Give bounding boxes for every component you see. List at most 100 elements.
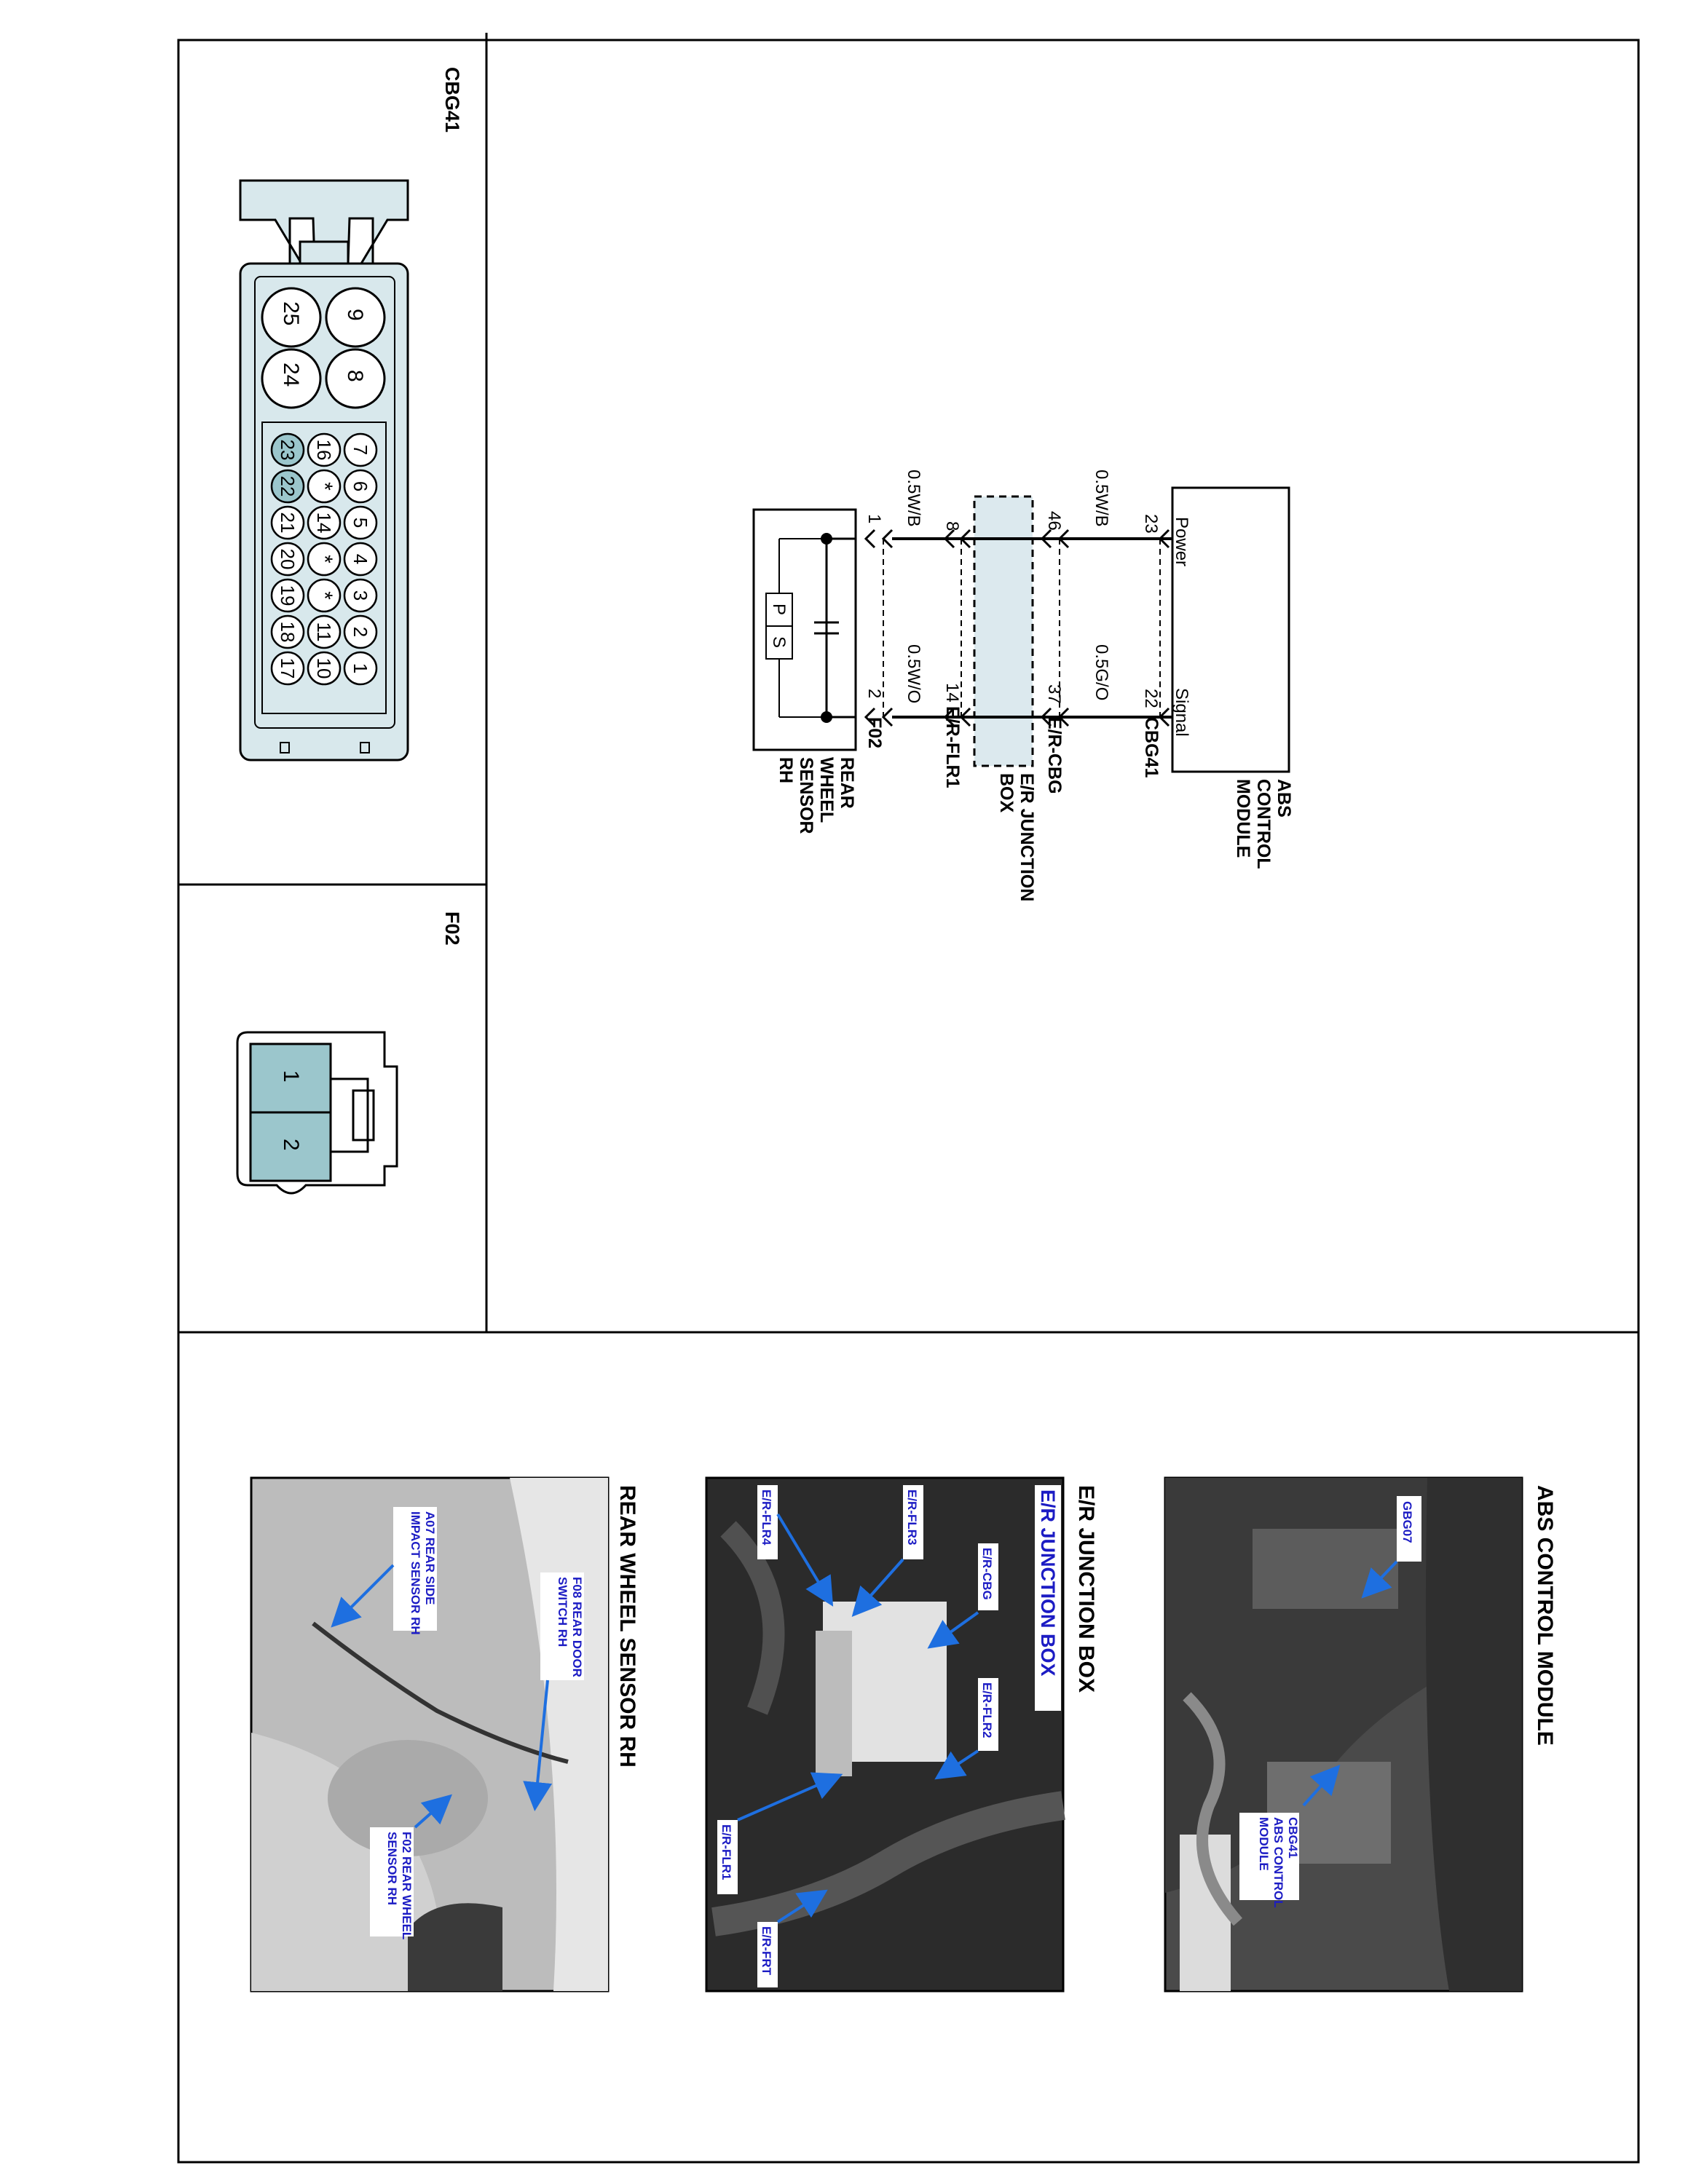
svg-text:Power: Power [1172,517,1191,566]
cbg41-pin-label: 21 [277,513,299,534]
svg-text:8: 8 [942,521,962,531]
svg-text:Signal: Signal [1172,688,1191,737]
cbg41-pin-label: 22 [277,476,299,497]
cbg41-pin [307,614,342,649]
cbg41-pin-label: 16 [313,440,335,461]
cbg41-pin-label: 4 [350,554,371,564]
svg-text:0.5W/B: 0.5W/B [904,470,923,527]
svg-text:CBG41: CBG41 [1286,1817,1300,1859]
svg-text:MODULE: MODULE [1257,1817,1271,1871]
cbg41-pin [270,651,305,686]
connector-chevrons [864,529,1170,727]
connector-f02-label: F02 [441,911,463,946]
cbg41-pin [307,505,342,540]
svg-text:2: 2 [279,1139,303,1151]
cbg41-pin [270,614,305,649]
f02-latch [331,1077,369,1153]
pin-label: 25 [279,301,303,325]
svg-text:SWITCH RH: SWITCH RH [556,1577,569,1647]
cbg41-pin [270,505,305,540]
svg-text:E/R JUNCTION: E/R JUNCTION [1017,773,1037,901]
cbg41-pin [270,542,305,577]
svg-text:F02 REAR WHEEL: F02 REAR WHEEL [400,1832,414,1939]
svg-text:SENSOR RH: SENSOR RH [385,1832,399,1905]
cbg41-pin [343,432,378,467]
cbg41-pin-label: * [312,482,336,491]
pin-label: 9 [343,309,367,321]
wiring-schematic: Power Signal ABS CONTROL MODULE 23 22 CB… [752,470,1294,901]
cbg41-pin [343,469,378,504]
svg-text:E/R-FLR1: E/R-FLR1 [942,706,963,788]
cbg41-pin [270,469,305,504]
svg-text:E/R-CBG: E/R-CBG [1044,717,1065,794]
svg-text:22: 22 [1141,689,1161,708]
svg-text:1: 1 [864,514,884,523]
cbg41-pin-label: 19 [277,585,299,606]
svg-text:37: 37 [1044,684,1064,704]
cbg41-pin-label: 2 [350,627,371,637]
svg-text:E/R-CBG: E/R-CBG [980,1548,994,1600]
svg-text:ABS CONTROL: ABS CONTROL [1271,1817,1285,1908]
pin-label: 8 [343,370,367,382]
svg-text:E/R-FLR4: E/R-FLR4 [760,1489,773,1546]
cbg41-pin-label: 11 [313,622,335,642]
cbg41-pin [343,614,378,649]
svg-text:E/R JUNCTION BOX: E/R JUNCTION BOX [1037,1489,1059,1677]
svg-text:23: 23 [1141,514,1161,534]
svg-text:CONTROL: CONTROL [1253,779,1274,869]
cbg41-pin-label: 18 [277,622,299,643]
cbg41-pin [270,432,305,467]
svg-text:SENSOR: SENSOR [796,757,816,834]
cbg41-pin-label: 3 [350,590,371,601]
svg-text:CBG41: CBG41 [1141,717,1162,778]
svg-text:ABS: ABS [1274,779,1294,818]
er-junction-box [973,495,1034,767]
cbg41-pin-label: * [312,591,336,600]
photo-rear-wheel-sensor: REAR WHEEL SENSOR RH F08 REAR DOOR SWITC… [250,1476,639,1993]
connector-f02: F02 1 2 [236,911,463,1195]
svg-text:0.5W/B: 0.5W/B [1092,470,1111,527]
connector-cbg41-label: CBG41 [441,67,463,132]
svg-text:ABS CONTROL MODULE: ABS CONTROL MODULE [1533,1485,1557,1746]
svg-text:S: S [769,636,789,648]
svg-text:RH: RH [776,757,796,783]
cbg41-pin [307,469,342,504]
svg-text:E/R JUNCTION BOX: E/R JUNCTION BOX [1074,1485,1098,1693]
svg-text:P: P [769,604,789,615]
svg-text:REAR WHEEL SENSOR RH: REAR WHEEL SENSOR RH [615,1485,639,1768]
svg-text:2: 2 [864,689,884,698]
cbg41-pin-label: 6 [350,481,371,491]
cbg41-pin [307,651,342,686]
connector-cbg41: CBG41 9 25 8 24 765432116*14**1110232221… [239,67,463,761]
cbg41-pin-label: 14 [313,513,335,534]
f02-pin-1 [249,1042,332,1114]
cbg41-pin [307,432,342,467]
svg-text:MODULE: MODULE [1233,779,1253,858]
cbg41-pin [307,578,342,613]
cbg41-pin [343,578,378,613]
svg-text:0.5W/O: 0.5W/O [904,644,923,703]
cbg41-pin [343,542,378,577]
cbg41-pin-label: 5 [350,518,371,528]
abs-module-box [1171,486,1290,773]
page-frame [177,39,1640,2164]
svg-text:F02: F02 [864,717,885,748]
svg-text:E/R-FLR1: E/R-FLR1 [719,1824,733,1880]
cbg41-pin-label: * [312,555,336,563]
svg-text:46: 46 [1044,511,1064,531]
cbg41-pin-label: 20 [277,549,299,570]
svg-text:A07 REAR SIDE: A07 REAR SIDE [423,1511,437,1605]
cbg41-pin-label: 17 [277,658,299,679]
cbg41-pin-label: 1 [350,663,371,673]
pin-label: 24 [279,363,303,387]
f02-pin-2 [249,1111,332,1182]
cbg41-pin [343,651,378,686]
svg-text:E/R-FRT: E/R-FRT [760,1926,773,1976]
cbg41-pin [307,542,342,577]
svg-text:E/R-FLR3: E/R-FLR3 [905,1489,919,1546]
photo-abs-control-module: ABS CONTROL MODULE GBG07 CBG41 ABS CONTR… [1164,1476,1557,1993]
svg-text:WHEEL: WHEEL [816,757,837,823]
cbg41-pin [270,578,305,613]
